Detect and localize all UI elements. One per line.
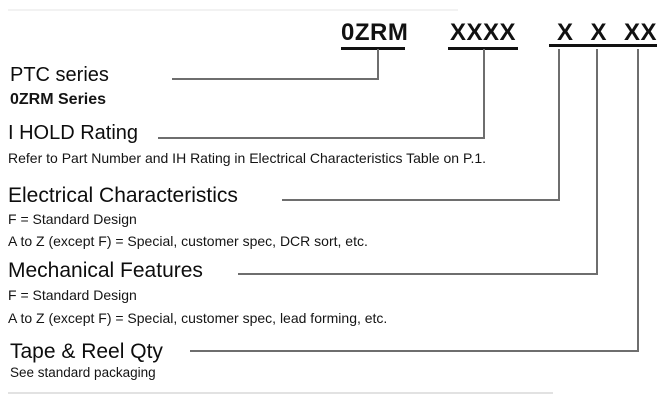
part-code-ihold-rating: XXXX [448, 20, 518, 50]
part-code-tape-reel: XX [623, 19, 657, 46]
section-sub-tape-reel-qty: See standard packaging [10, 365, 156, 380]
connector-horizontal-series [172, 78, 379, 80]
part-code-suffix-group: X X XX [549, 20, 657, 47]
part-code-mechanical: X [590, 19, 607, 46]
connector-horizontal-tape-reel [190, 350, 639, 352]
connector-horizontal-electrical [282, 199, 560, 201]
part-code-electrical: X [557, 19, 574, 46]
section-title-ihold-rating: I HOLD Rating [8, 122, 139, 144]
connector-vertical-series [377, 49, 379, 80]
connector-vertical-mechanical [596, 49, 598, 275]
section-title-mechanical-features: Mechanical Features [8, 259, 203, 282]
faint-bottom-rule [8, 392, 553, 394]
section-sub-mechanical-special: A to Z (except F) = Special, customer sp… [8, 310, 388, 326]
faint-top-rule [8, 9, 458, 11]
section-title-electrical-characteristics: Electrical Characteristics [8, 184, 238, 207]
section-title-tape-reel-qty: Tape & Reel Qty [10, 340, 163, 363]
section-sub-electrical-special: A to Z (except F) = Special, customer sp… [8, 233, 368, 249]
connector-vertical-tape-reel [637, 49, 639, 352]
section-sub-mechanical-standard: F = Standard Design [8, 287, 137, 303]
section-sub-electrical-standard: F = Standard Design [8, 211, 137, 227]
section-sub-ptc-series: 0ZRM Series [10, 91, 107, 108]
connector-horizontal-ihold [158, 137, 485, 139]
section-title-ptc-series: PTC series [10, 64, 109, 86]
connector-horizontal-mechanical [238, 273, 598, 275]
connector-vertical-electrical [558, 49, 560, 201]
part-code-series: 0ZRM [341, 20, 408, 50]
connector-vertical-ihold [483, 49, 485, 139]
section-sub-ihold-rating: Refer to Part Number and IH Rating in El… [8, 150, 487, 166]
